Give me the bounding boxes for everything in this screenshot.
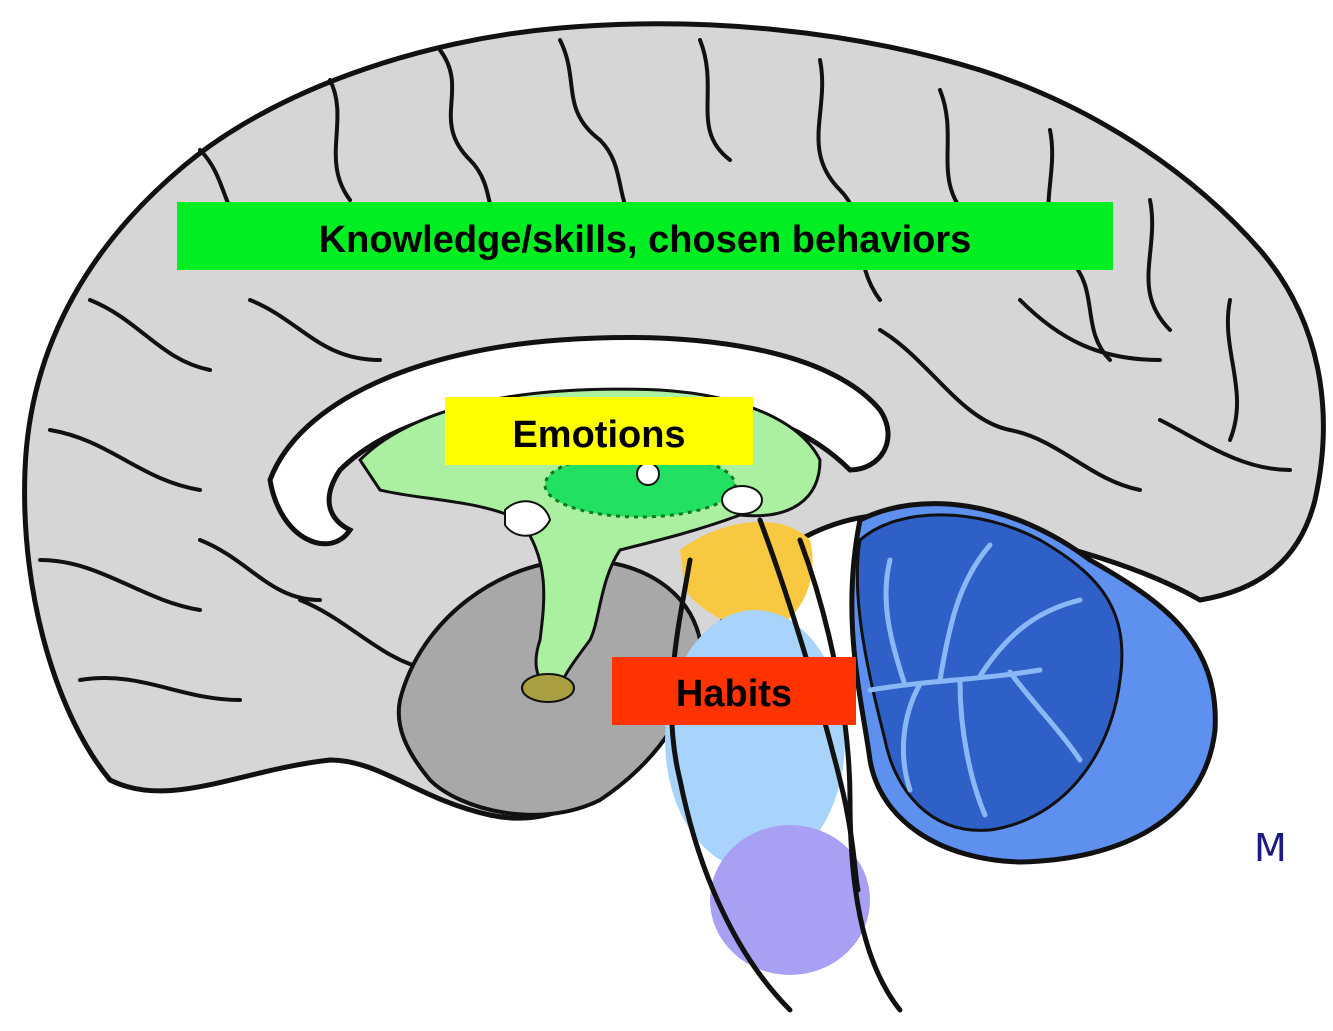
limbic-label: Emotions xyxy=(512,414,685,456)
limbic-node xyxy=(637,463,659,485)
brainstem-label: Habits xyxy=(676,673,792,715)
optic-chiasm xyxy=(522,674,574,702)
corner-mark: M xyxy=(1254,826,1287,870)
mammillary-body xyxy=(722,486,762,514)
cortex-label: Knowledge/skills, chosen behaviors xyxy=(319,219,972,261)
medulla xyxy=(710,825,870,975)
